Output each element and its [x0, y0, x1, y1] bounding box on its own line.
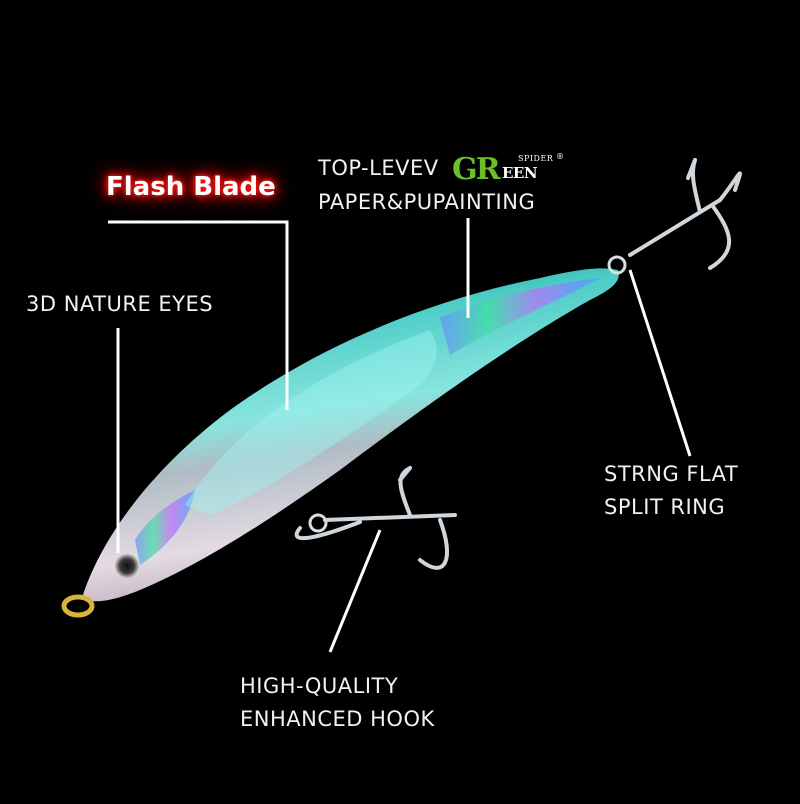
- scale-pattern-head: [135, 490, 195, 565]
- treble-hook-tail: [628, 158, 742, 270]
- flash-blade-label: Flash Blade: [106, 172, 276, 202]
- scale-pattern: [440, 278, 600, 355]
- callout-line-flash: [108, 220, 289, 410]
- flash-blade-chamber: [185, 330, 437, 515]
- split-ring-label-line1: STRNG FLAT: [604, 462, 739, 486]
- registered-mark: ®: [556, 152, 564, 161]
- split-ring-label-line2: SPLIT RING: [604, 495, 726, 519]
- brand-logo-gr: GR: [452, 152, 501, 187]
- treble-hook-belly: [294, 466, 457, 570]
- callout-line-hook: [328, 529, 382, 653]
- brand-logo-spider: SPIDER: [518, 154, 554, 163]
- split-ring-tail: [607, 255, 627, 275]
- nose-ring: [61, 594, 95, 618]
- eye-icon: [115, 554, 139, 578]
- brand-logo: GR SPIDER EEN ®: [452, 150, 567, 187]
- hook-label-line2: ENHANCED HOOK: [240, 707, 435, 731]
- hook-label-line1: HIGH-QUALITY: [240, 674, 399, 698]
- callout-line-ring: [628, 269, 692, 457]
- top-level-label: TOP-LEVEV: [318, 156, 439, 180]
- lure-body: [82, 268, 619, 602]
- brand-logo-een: EEN: [502, 164, 538, 182]
- callout-lines: [108, 218, 692, 653]
- split-ring-belly: [308, 513, 328, 533]
- nature-eyes-label: 3D NATURE EYES: [26, 292, 214, 316]
- painting-label: PAPER&PUPAINTING: [318, 190, 536, 214]
